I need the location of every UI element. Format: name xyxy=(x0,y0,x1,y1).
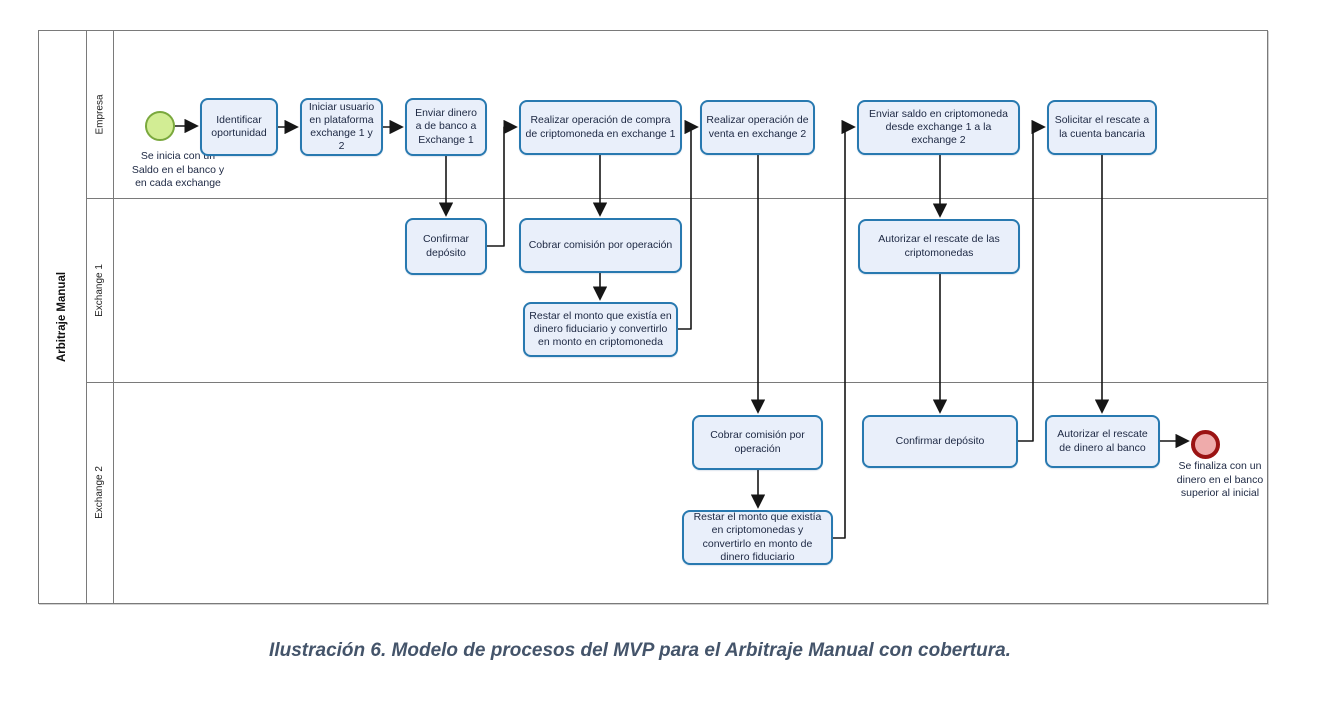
lane-divider-1 xyxy=(86,198,1267,199)
pool-title-band: Arbitraje Manual xyxy=(39,31,87,603)
task-venta-exchange2: Realizar operación de venta en exchange … xyxy=(700,100,815,155)
figure-caption: Ilustración 6. Modelo de procesos del MV… xyxy=(269,640,1011,661)
task-cobrar-comision-ex1: Cobrar comisión por operación xyxy=(519,218,682,273)
lane-label-band: Empresa Exchange 1 Exchange 2 xyxy=(86,31,114,603)
pool-title: Arbitraje Manual xyxy=(56,271,69,363)
task-compra-cripto-exchange1: Realizar operación de compra de criptomo… xyxy=(519,100,682,155)
task-iniciar-usuario: Iniciar usuario en plataforma exchange 1… xyxy=(300,98,383,156)
task-enviar-dinero-banco: Enviar dinero a de banco a Exchange 1 xyxy=(405,98,487,156)
task-autorizar-rescate-cripto: Autorizar el rescate de las criptomoneda… xyxy=(858,219,1020,274)
task-confirmar-deposito-ex2: Confirmar depósito xyxy=(862,415,1018,468)
task-solicitar-rescate: Solicitar el rescate a la cuenta bancari… xyxy=(1047,100,1157,155)
lane-divider-2 xyxy=(86,382,1267,383)
end-event-label: Se finaliza con un dinero en el banco su… xyxy=(1176,460,1264,500)
task-restar-monto-ex2: Restar el monto que existía en criptomon… xyxy=(682,510,833,565)
start-event xyxy=(145,111,175,141)
start-event-label: Se inicia con un Saldo en el banco y en … xyxy=(131,150,225,190)
lane-exchange-1-label: Exchange 1 xyxy=(94,263,106,317)
lane-exchange-2: Exchange 2 xyxy=(86,382,114,603)
task-cobrar-comision-ex2: Cobrar comisión por operación xyxy=(692,415,823,470)
task-identificar-oportunidad: Identificar oportunidad xyxy=(200,98,278,156)
lane-empresa-label: Empresa xyxy=(94,94,106,135)
task-confirmar-deposito-ex1: Confirmar depósito xyxy=(405,218,487,275)
lane-empresa: Empresa xyxy=(86,31,114,198)
task-restar-monto-ex1: Restar el monto que existía en dinero fi… xyxy=(523,302,678,357)
task-enviar-saldo-cripto: Enviar saldo en criptomoneda desde excha… xyxy=(857,100,1020,155)
end-event xyxy=(1191,430,1220,459)
task-autorizar-rescate-dinero: Autorizar el rescate de dinero al banco xyxy=(1045,415,1160,468)
lane-exchange-2-label: Exchange 2 xyxy=(94,466,106,519)
lane-exchange-1: Exchange 1 xyxy=(86,198,114,382)
